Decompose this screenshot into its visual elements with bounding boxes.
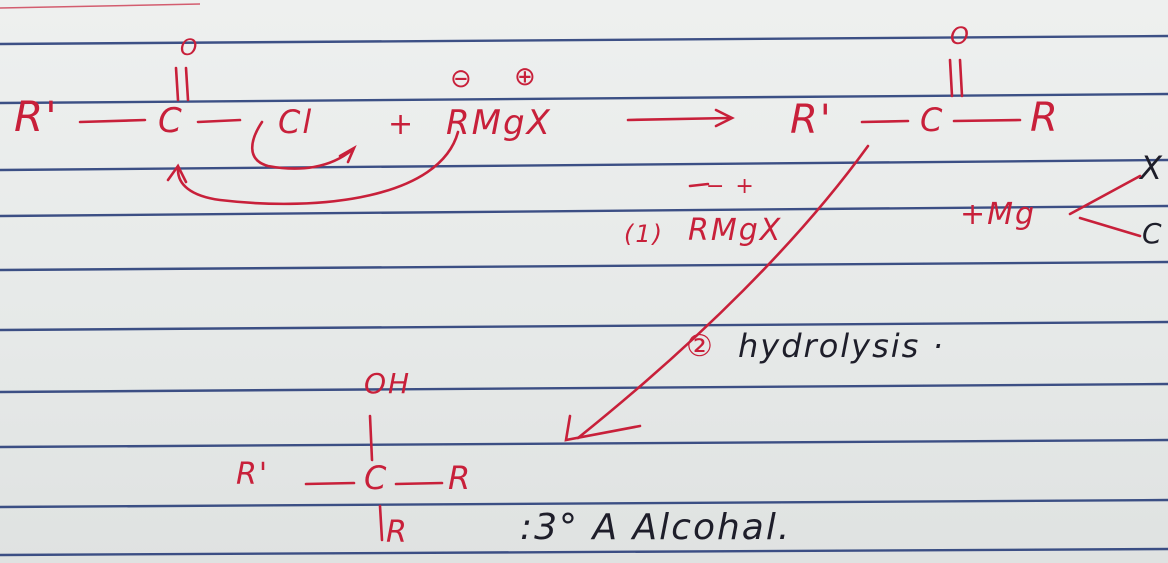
arrow-to-alcohol <box>576 144 870 440</box>
bond-ketone-r1-c <box>860 119 910 124</box>
product-ketone-oxygen: O <box>950 22 971 50</box>
ketone-double-bond-2 <box>958 58 964 98</box>
reactant-oxygen: O <box>180 36 200 61</box>
curved-arrow-grignard <box>176 130 460 206</box>
reaction-arrow-head <box>714 108 735 128</box>
bond-mg-x <box>1068 174 1142 216</box>
step1-number: (1) <box>624 220 664 248</box>
bond-r1-c <box>78 118 147 124</box>
bond-mg-cl <box>1078 216 1142 238</box>
reactant-leaving-group: Cl <box>278 103 314 141</box>
curved-arrow-cl <box>251 120 354 170</box>
reactant-carbon: C <box>158 101 184 141</box>
grignard-reagent: RMgX <box>446 103 552 143</box>
product-ketone-r: R <box>1030 95 1060 141</box>
step1-minus-stroke <box>688 182 710 188</box>
alcohol-r: R <box>448 459 473 497</box>
step1-reagent: RMgX <box>688 213 783 248</box>
alcohol-oh: OH <box>364 367 412 400</box>
reactant-plus: + <box>388 107 416 142</box>
alcohol-r1: R' <box>236 457 270 492</box>
bond-c-oh <box>368 414 374 462</box>
grignard-negative-charge: ⊖ <box>450 64 474 94</box>
bond-alcohol-r1-c <box>304 481 356 486</box>
byproduct-mg: +Mg <box>960 197 1037 232</box>
step2-hydrolysis: hydrolysis · <box>738 327 945 365</box>
alcohol-r-below: R <box>386 515 409 550</box>
bond-c-cl <box>196 118 242 124</box>
reactant-r1: R' <box>14 92 59 141</box>
double-bond-co-1 <box>174 66 180 102</box>
step1-charges: − + <box>706 174 756 199</box>
byproduct-halide: X <box>1140 149 1164 187</box>
curved-arrow-cl-head <box>338 144 357 164</box>
bond-c-r-below <box>378 504 384 542</box>
ketone-double-bond-1 <box>948 58 954 98</box>
bond-alcohol-c-r <box>394 481 444 486</box>
arrow-to-alcohol-head <box>564 414 642 442</box>
double-bond-co-2 <box>184 66 190 102</box>
product-ketone-r1: R' <box>790 97 833 143</box>
alcohol-carbon: C <box>364 459 389 497</box>
step2-number: ② <box>686 329 715 364</box>
bond-ketone-c-r <box>952 118 1022 123</box>
reaction-arrow <box>626 116 732 122</box>
grignard-positive-charge: ⊕ <box>514 62 538 92</box>
result-text: :3° A Alcohal. <box>520 507 792 548</box>
curved-arrow-grignard-head <box>166 163 188 184</box>
product-ketone-carbon: C <box>920 101 945 139</box>
byproduct-cl: C <box>1142 217 1164 250</box>
